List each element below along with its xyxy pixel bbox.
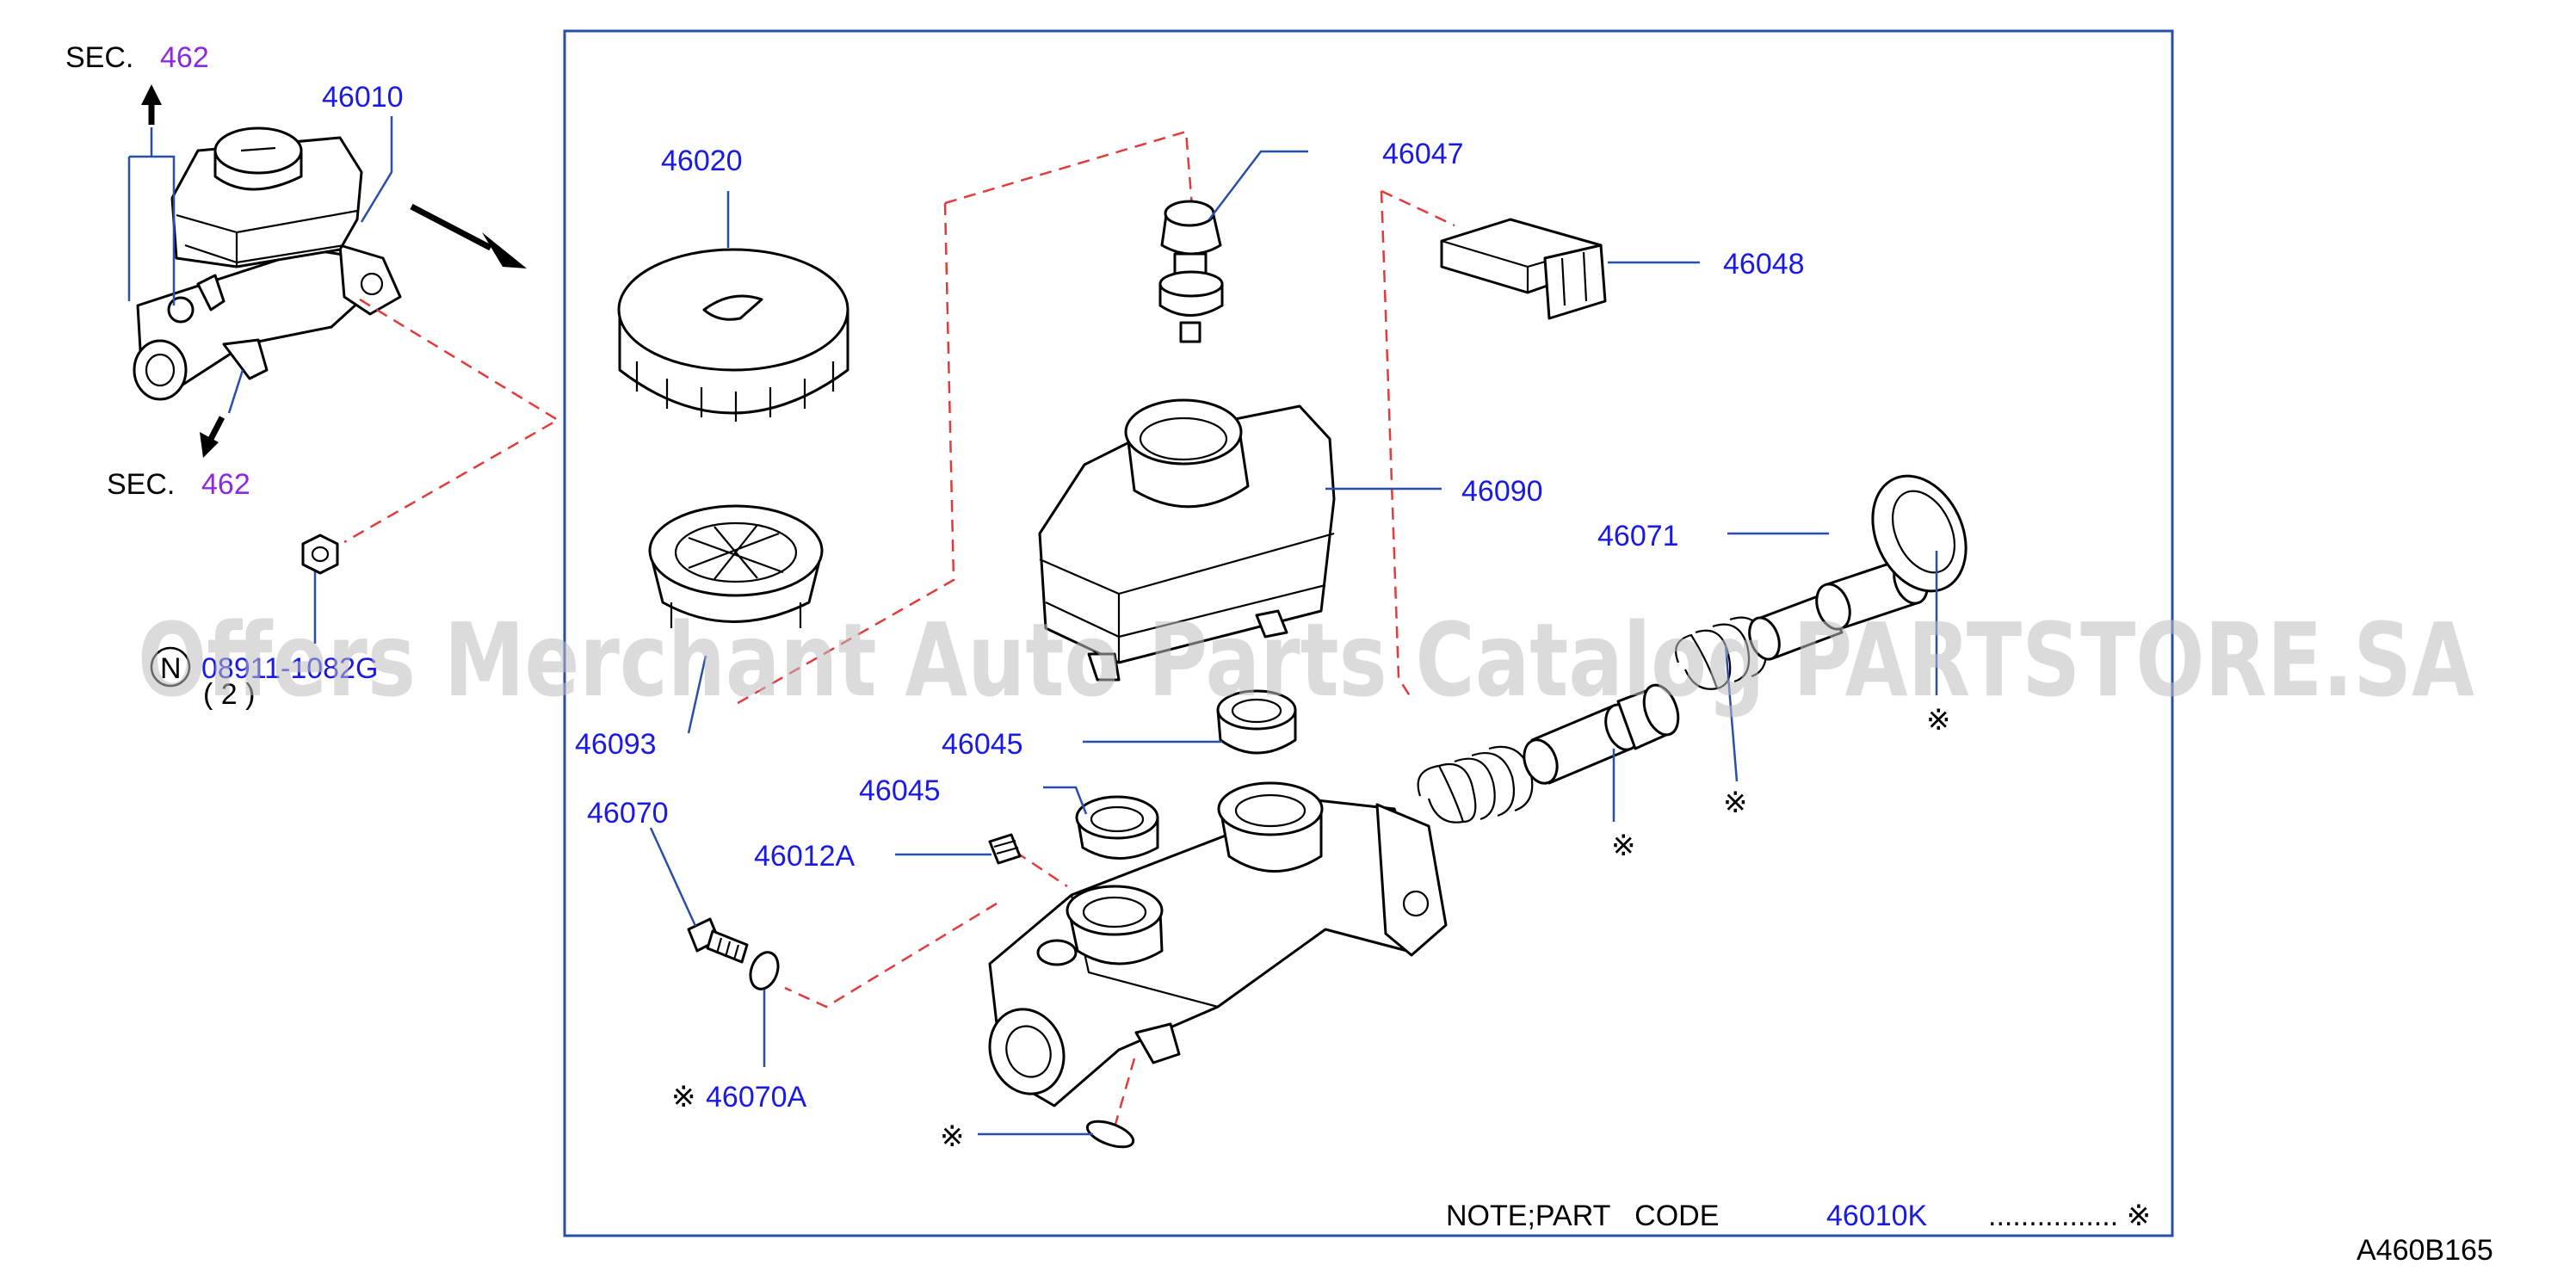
mark-oring: ※ xyxy=(940,1120,965,1153)
diagram-code: A460B165 xyxy=(2357,1234,2493,1267)
arrow-up-sec xyxy=(141,84,162,125)
part-46045-lower[interactable]: 46045 xyxy=(859,774,941,807)
part-46048[interactable]: 46048 xyxy=(1723,248,1805,281)
master-cylinder-body xyxy=(988,781,1448,1107)
nut-symbol-circle xyxy=(150,646,191,688)
sec-top-link[interactable]: 462 xyxy=(160,41,209,74)
arrow-down-sec xyxy=(200,416,225,458)
watermark: Offers Merchant Auto Parts Catalog PARTS… xyxy=(138,601,2474,719)
valve-46047 xyxy=(1158,200,1224,343)
nut-quantity: ( 2 ) xyxy=(203,678,255,711)
connector-46048 xyxy=(1440,218,1607,320)
part-46047[interactable]: 46047 xyxy=(1382,138,1464,170)
part-46010[interactable]: 46010 xyxy=(322,81,404,114)
note-part-code[interactable]: 46010K xyxy=(1826,1200,1928,1232)
part-46020[interactable]: 46020 xyxy=(661,145,743,177)
primary-piston xyxy=(1523,683,1680,785)
overview-assembly xyxy=(133,126,402,401)
part-46093[interactable]: 46093 xyxy=(575,728,657,761)
strainer-46093 xyxy=(648,504,824,628)
mark-primary-piston: ※ xyxy=(1611,830,1636,862)
bleeder-46012A xyxy=(988,833,1022,865)
seal-46045-lower xyxy=(1075,795,1159,860)
reservoir-46090 xyxy=(1038,398,1336,682)
part-46090[interactable]: 46090 xyxy=(1461,475,1543,508)
nut-symbol: N xyxy=(160,652,182,685)
ring-46071 xyxy=(1871,474,1968,593)
mark-ring: ※ xyxy=(1926,704,1951,737)
detail-frame xyxy=(563,29,2174,1237)
part-08911-1082G[interactable]: 08911-1082G xyxy=(201,652,378,685)
part-46012A[interactable]: 46012A xyxy=(754,840,856,873)
seal-46045-upper xyxy=(1216,689,1297,755)
bolt-46070 xyxy=(687,917,749,964)
part-46070[interactable]: 46070 xyxy=(587,797,669,830)
oring-bottom xyxy=(1085,1120,1135,1149)
nut-icon xyxy=(301,534,339,575)
sec-top-prefix: SEC. xyxy=(65,41,133,74)
part-46045-upper[interactable]: 46045 xyxy=(942,728,1023,761)
mark-46070A: ※ xyxy=(671,1081,696,1114)
note-dots: ................ ※ xyxy=(1988,1200,2151,1232)
arrow-to-detail xyxy=(410,203,527,268)
cap-46020 xyxy=(617,248,849,422)
spring xyxy=(1417,745,1534,824)
note-label: NOTE;PART CODE xyxy=(1446,1200,1719,1232)
spring-secondary xyxy=(1675,616,1768,690)
part-46070A[interactable]: 46070A xyxy=(706,1081,807,1114)
part-46071[interactable]: 46071 xyxy=(1597,520,1679,552)
sec-bottom-link[interactable]: 462 xyxy=(201,468,250,501)
washer-46070A xyxy=(749,951,780,990)
sec-bottom-prefix: SEC. xyxy=(107,468,175,501)
mark-secondary-cup: ※ xyxy=(1723,787,1748,819)
